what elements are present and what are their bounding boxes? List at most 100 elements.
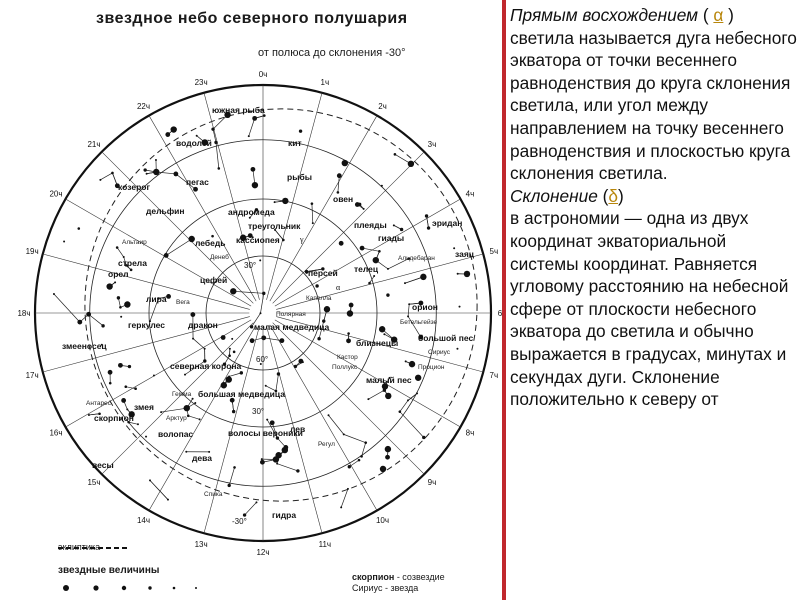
constellation-label: змея (134, 402, 154, 412)
star-dot (264, 384, 267, 387)
star-dot (184, 373, 187, 376)
hour-line (203, 92, 260, 300)
constellation-line (212, 129, 217, 143)
constellation-label: андромеда (228, 207, 275, 217)
star-dot (379, 465, 387, 473)
star-dot (120, 315, 123, 318)
star-dot (327, 414, 330, 417)
star-dot (98, 412, 101, 416)
constellation-line (116, 247, 125, 258)
star-dot (404, 360, 407, 363)
star-dot (166, 293, 171, 299)
hour-line (272, 151, 425, 304)
constellation-label: овен (333, 194, 353, 204)
star-dot (190, 312, 196, 317)
star-dot (426, 226, 431, 230)
star-dot (108, 381, 112, 385)
star-dot (192, 337, 195, 340)
constellation-line (263, 337, 282, 341)
star-dot (239, 371, 244, 375)
dec-symbol-link[interactable]: δ (608, 185, 619, 206)
constellation-label: пегас (186, 177, 209, 187)
star-dot (336, 173, 342, 179)
constellation-line (165, 238, 192, 256)
legend-magnitude-dot (195, 587, 197, 589)
star-dot (86, 311, 92, 317)
star-dot (383, 333, 386, 336)
constellation-line (337, 175, 340, 193)
star-dot (378, 250, 381, 253)
star-map-panel: звездное небо северного полушария от пол… (17, 10, 502, 594)
star-dot (220, 335, 226, 340)
star-dot (367, 398, 370, 401)
constellation-line (156, 171, 176, 175)
constellation-line (228, 372, 242, 377)
legend-star-desc: - звезда (384, 583, 419, 593)
constellation-line (340, 488, 349, 508)
star-dot (188, 235, 195, 243)
star-label: Бетельгейзе (400, 318, 438, 326)
star-dot (121, 398, 127, 403)
star-dot (347, 332, 350, 335)
star-dot (260, 458, 263, 461)
constellation-line (125, 386, 136, 390)
constellation-line (275, 373, 279, 392)
constellation-line (123, 256, 127, 266)
star-dot (129, 268, 133, 272)
star-label: Альдебаран (398, 254, 435, 262)
constellation-label: близнецы (356, 338, 398, 348)
constellation-line (407, 304, 410, 317)
hour-label: 10ч (376, 516, 389, 525)
hour-label: 8ч (466, 429, 475, 438)
constellation-line (368, 389, 385, 400)
star-dot (399, 227, 404, 232)
star-label: Полярная (276, 311, 306, 318)
constellation-line (53, 293, 81, 323)
star-dot (388, 376, 391, 379)
hour-label: 20ч (49, 190, 62, 199)
constellation-label: малый пес (366, 375, 412, 385)
star-dot (153, 168, 160, 176)
star-label: Поллукс (332, 364, 358, 371)
star-dot (393, 153, 397, 156)
hour-label: 7ч (490, 371, 499, 380)
star-label: Вега (176, 299, 190, 306)
star-dot (275, 436, 280, 440)
legend-magnitude-dot (148, 586, 152, 590)
constellation-line (404, 276, 424, 284)
star-dot (456, 347, 459, 350)
star-dot (251, 181, 259, 189)
constellation-label: водолей (176, 138, 212, 148)
constellation-label: лев (290, 424, 305, 434)
constellation-line (349, 459, 360, 468)
constellation-label: цефей (200, 275, 227, 285)
legend-key: скорпион - созвездие Сириус - звезда (352, 572, 445, 594)
constellation-line (188, 415, 200, 420)
star-dot (230, 288, 237, 295)
star-dot (305, 271, 308, 274)
ra-body: ) светила называется дуга небесного эква… (510, 5, 797, 184)
star-dot (380, 184, 383, 187)
hour-line (276, 253, 484, 310)
star-dot (342, 433, 345, 436)
constellation-line (228, 467, 235, 486)
constellation-label: телец (354, 264, 379, 274)
ra-symbol-link[interactable]: α (713, 5, 724, 25)
star-dot (166, 498, 169, 501)
star-dot (217, 167, 221, 170)
star-dot (282, 238, 285, 242)
declination-label: 30° (252, 407, 264, 416)
star-dot (101, 324, 105, 328)
star-dot (346, 338, 351, 344)
star-dot (116, 296, 121, 300)
hour-label: 0ч (259, 70, 268, 79)
hour-line (276, 316, 484, 373)
hour-label: 9ч (428, 478, 437, 487)
map-labels: 0ч1ч2ч3ч4ч5ч6ч7ч8ч9ч10ч11ч12ч13ч14ч15ч16… (17, 70, 502, 557)
star-dot (148, 320, 151, 323)
star-dot (362, 207, 365, 210)
star-dot (191, 397, 194, 400)
constellation-line (149, 298, 159, 322)
star-label: Спика (204, 491, 223, 498)
constellation-label: змееносец (62, 341, 107, 351)
